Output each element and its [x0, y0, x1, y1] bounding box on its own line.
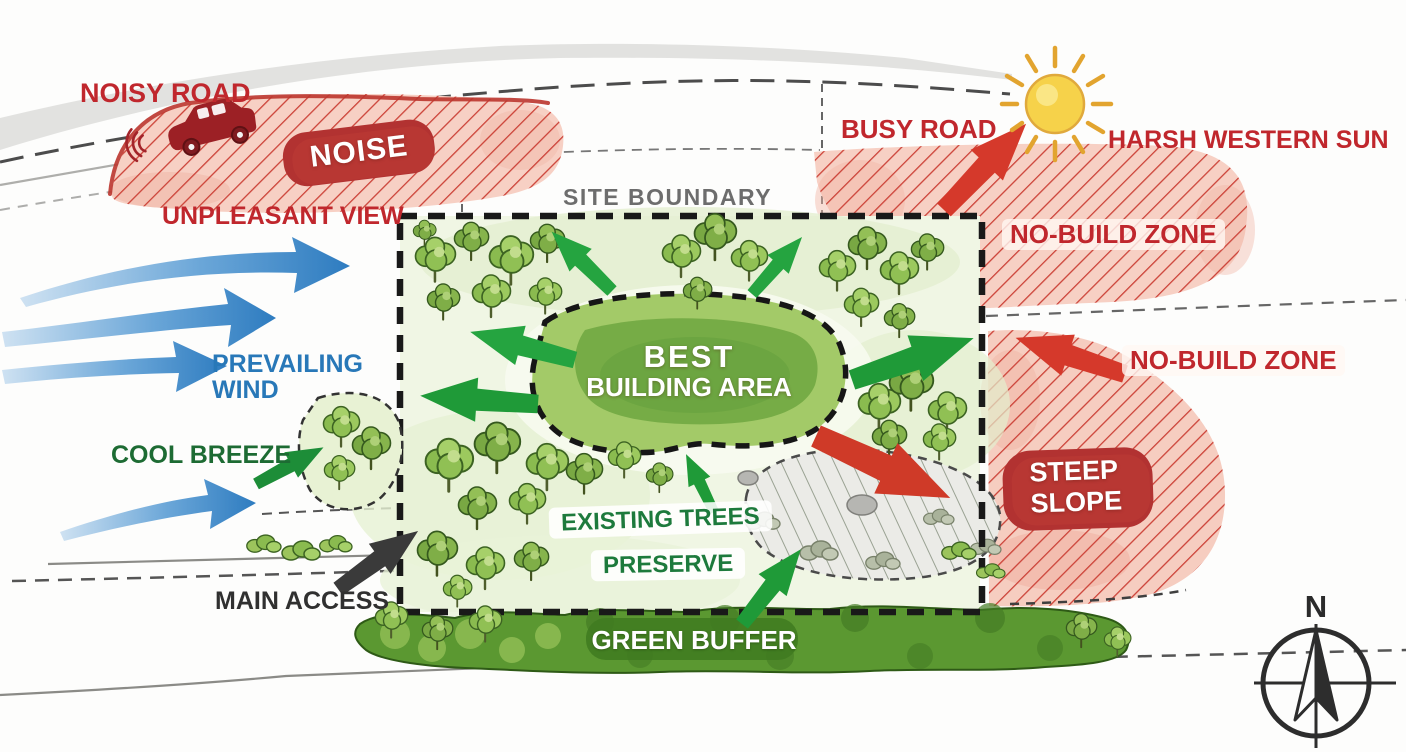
site-boundary-label: SITE BOUNDARY [563, 184, 773, 210]
existing-trees-text: EXISTING TREES [560, 502, 761, 537]
cool-breeze-arrow-blue [60, 479, 256, 541]
prevailing-wind-arrows [2, 237, 350, 392]
steep-slope-ribbon [1002, 447, 1154, 531]
noisy-road-label: NOISY ROAD [80, 78, 251, 108]
steep-slope-line2: SLOPE [1030, 485, 1123, 519]
compass-icon [1254, 624, 1396, 748]
best-building-area-line1: BEST [643, 339, 735, 374]
sound-waves-icon [125, 128, 147, 163]
site-boundary-line [396, 212, 986, 616]
main-access-label: MAIN ACCESS [215, 587, 390, 615]
best-building-area-line2: BUILDING AREA [586, 371, 792, 402]
prevailing-wind-label: PREVAILING WIND [212, 351, 363, 404]
prevailing-wind-line2: WIND [212, 376, 279, 405]
noise-ribbon [282, 119, 435, 187]
steep-slope-line1: STEEP [1028, 454, 1119, 488]
interior-slope-area [737, 448, 1002, 581]
green-buffer-label: GREEN BUFFER [591, 625, 797, 655]
busy-road-label: BUSY ROAD [841, 114, 997, 144]
no-build-zone-top-label: NO-BUILD ZONE [1002, 219, 1225, 251]
unpleasant-view-label: UNPLEASANT VIEW [162, 202, 404, 230]
prevailing-wind-line1: PREVAILING [212, 350, 363, 378]
car-icon [125, 98, 257, 163]
best-building-area-label: BEST BUILDING AREA [537, 339, 841, 402]
best-building-area-blob [529, 290, 849, 456]
preserve-text: PRESERVE [602, 549, 734, 580]
sun-icon [999, 45, 1114, 163]
cool-breeze-label: COOL BREEZE [111, 441, 292, 469]
steep-slope-label: STEEP SLOPE [1029, 454, 1123, 519]
harsh-western-sun-label: HARSH WESTERN SUN [1108, 126, 1389, 154]
no-build-zone-east-label: NO-BUILD ZONE [1122, 345, 1345, 377]
compass-north-label: N [1304, 589, 1328, 624]
preserve-label: PRESERVE [590, 547, 746, 582]
